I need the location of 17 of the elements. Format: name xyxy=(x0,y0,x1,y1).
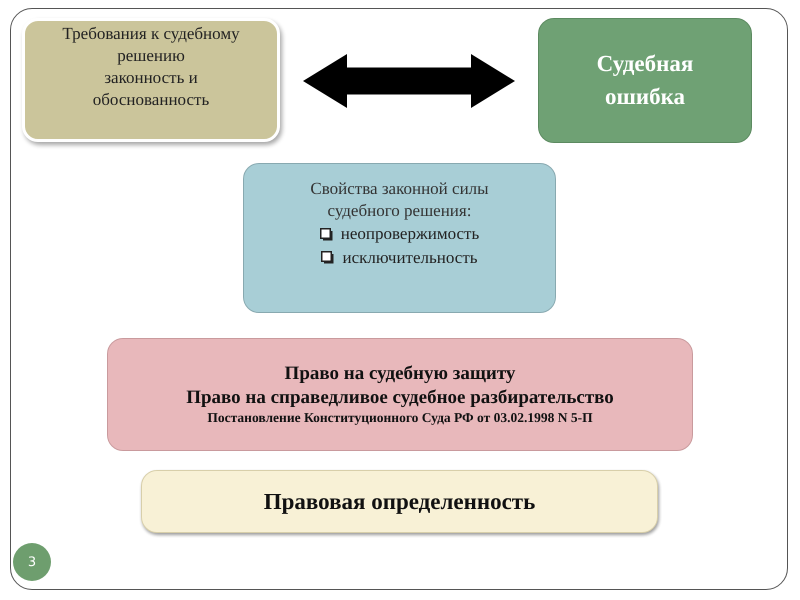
list-item: неопровержимость xyxy=(340,223,480,246)
right-title: Право на судебную защиту xyxy=(284,362,516,386)
properties-title: Свойства законной силы судебного решения: xyxy=(309,178,490,222)
list-item: исключительность xyxy=(342,246,478,269)
certainty-box xyxy=(141,470,658,533)
right-title: Право на справедливое судебное разбирательство xyxy=(186,386,614,410)
requirements-box xyxy=(22,18,280,142)
error-title: Судебная ошибка xyxy=(596,50,694,110)
rights-box xyxy=(107,338,693,451)
error-box xyxy=(538,18,752,143)
page-number-circle xyxy=(13,543,51,581)
resolution-reference: Постановление Конституционного Суда РФ от 03.02.1998 N 5-П xyxy=(207,409,593,428)
certainty-title: Правовая определенность xyxy=(264,488,536,516)
properties-box xyxy=(243,163,556,313)
page-number: 3 xyxy=(28,556,36,568)
double-arrow xyxy=(303,54,515,108)
requirements-text: законность и обоснованность xyxy=(92,67,210,112)
